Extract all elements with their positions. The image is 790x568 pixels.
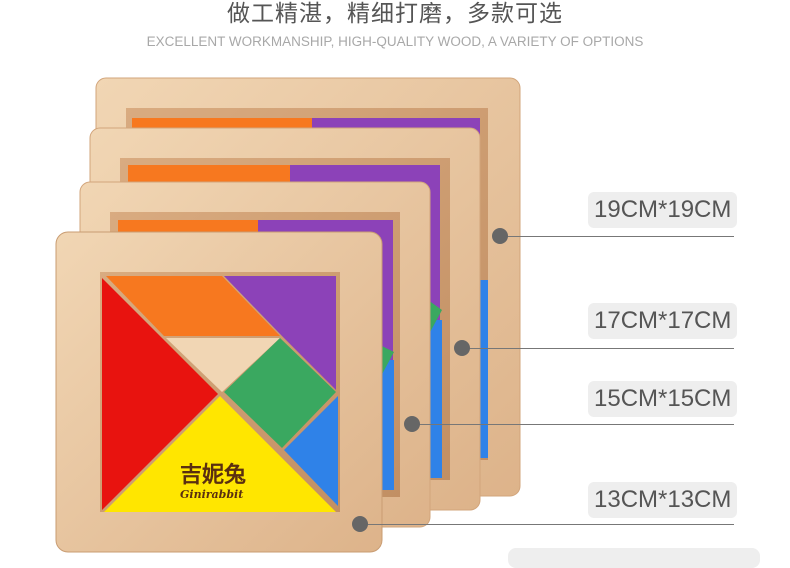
callout-line-13 [360, 524, 734, 525]
tangram-green [224, 338, 336, 448]
callout-dot-13 [352, 516, 368, 532]
board-13cm: 吉妮兔 Ginirabbit [55, 231, 383, 553]
size-label-13: 13CM*13CM [588, 482, 738, 518]
callout-line-19 [500, 236, 734, 237]
callout-dot-19 [492, 228, 508, 244]
callout-line-17 [462, 348, 734, 349]
page-title: 做工精湛，精细打磨，多款可选 [227, 1, 563, 27]
size-label-19: 19CM*19CM [588, 192, 738, 228]
callout-dot-15 [404, 416, 420, 432]
tangram-wood [166, 338, 280, 392]
tangram-orange [106, 276, 280, 336]
tangram-purple [224, 276, 336, 390]
tangram-red [102, 278, 218, 510]
page-subtitle: EXCELLENT WORKMANSHIP, HIGH-QUALITY WOOD… [146, 34, 644, 49]
next-section-pill [508, 548, 760, 568]
size-label-15: 15CM*15CM [588, 381, 738, 417]
tangram-yellow [104, 396, 336, 512]
tangram-blue [284, 396, 338, 506]
size-label-17: 17CM*17CM [588, 303, 738, 339]
callout-line-15 [412, 424, 734, 425]
brand-en: Ginirabbit [180, 488, 243, 501]
brand-cn: 吉妮兔 [180, 462, 246, 488]
callout-dot-17 [454, 340, 470, 356]
